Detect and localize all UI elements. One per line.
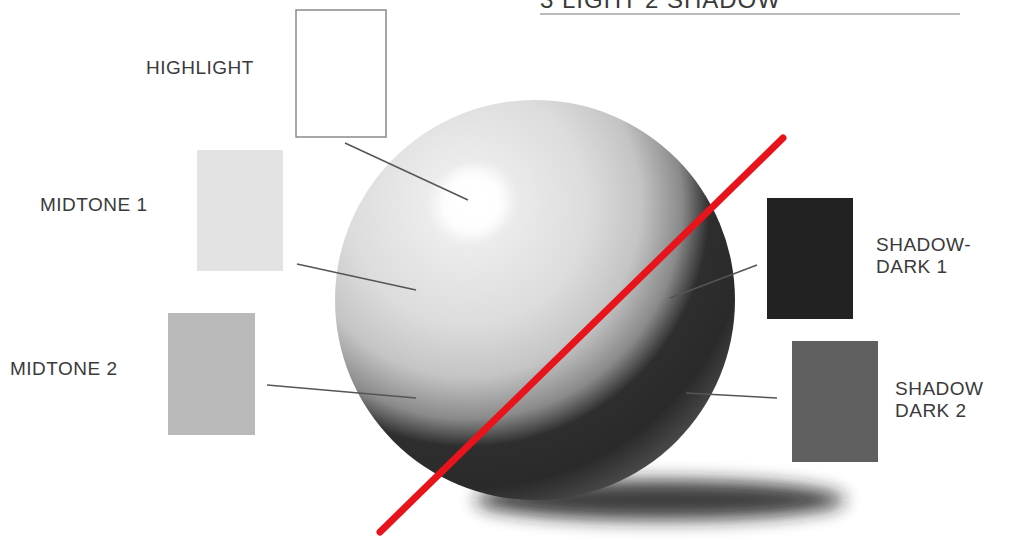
tone-label: MIDTONE 1 (40, 194, 190, 216)
leader-line (686, 393, 777, 398)
sphere (335, 100, 735, 500)
tone-label: SHADOW DARK 2 (895, 378, 1015, 422)
shadow-swatch (792, 341, 878, 462)
highlight-swatch (296, 10, 386, 137)
tone-label: MIDTONE 2 (10, 358, 160, 380)
leader-line (297, 264, 416, 290)
tone-label: SHADOW-DARK 1 (876, 234, 996, 278)
leader-line (670, 265, 757, 298)
midtone-swatch (197, 150, 283, 271)
terminator-line (380, 138, 783, 532)
leader-line (345, 143, 468, 200)
title: 3 LIGHT 2 SHADOW (540, 0, 781, 14)
tone-label: HIGHLIGHT (146, 57, 296, 79)
midtone-swatch (168, 313, 255, 435)
leader-line (267, 385, 416, 398)
shadow-swatch (767, 198, 853, 319)
sphere-highlight (438, 160, 518, 240)
title-underline (540, 14, 960, 15)
